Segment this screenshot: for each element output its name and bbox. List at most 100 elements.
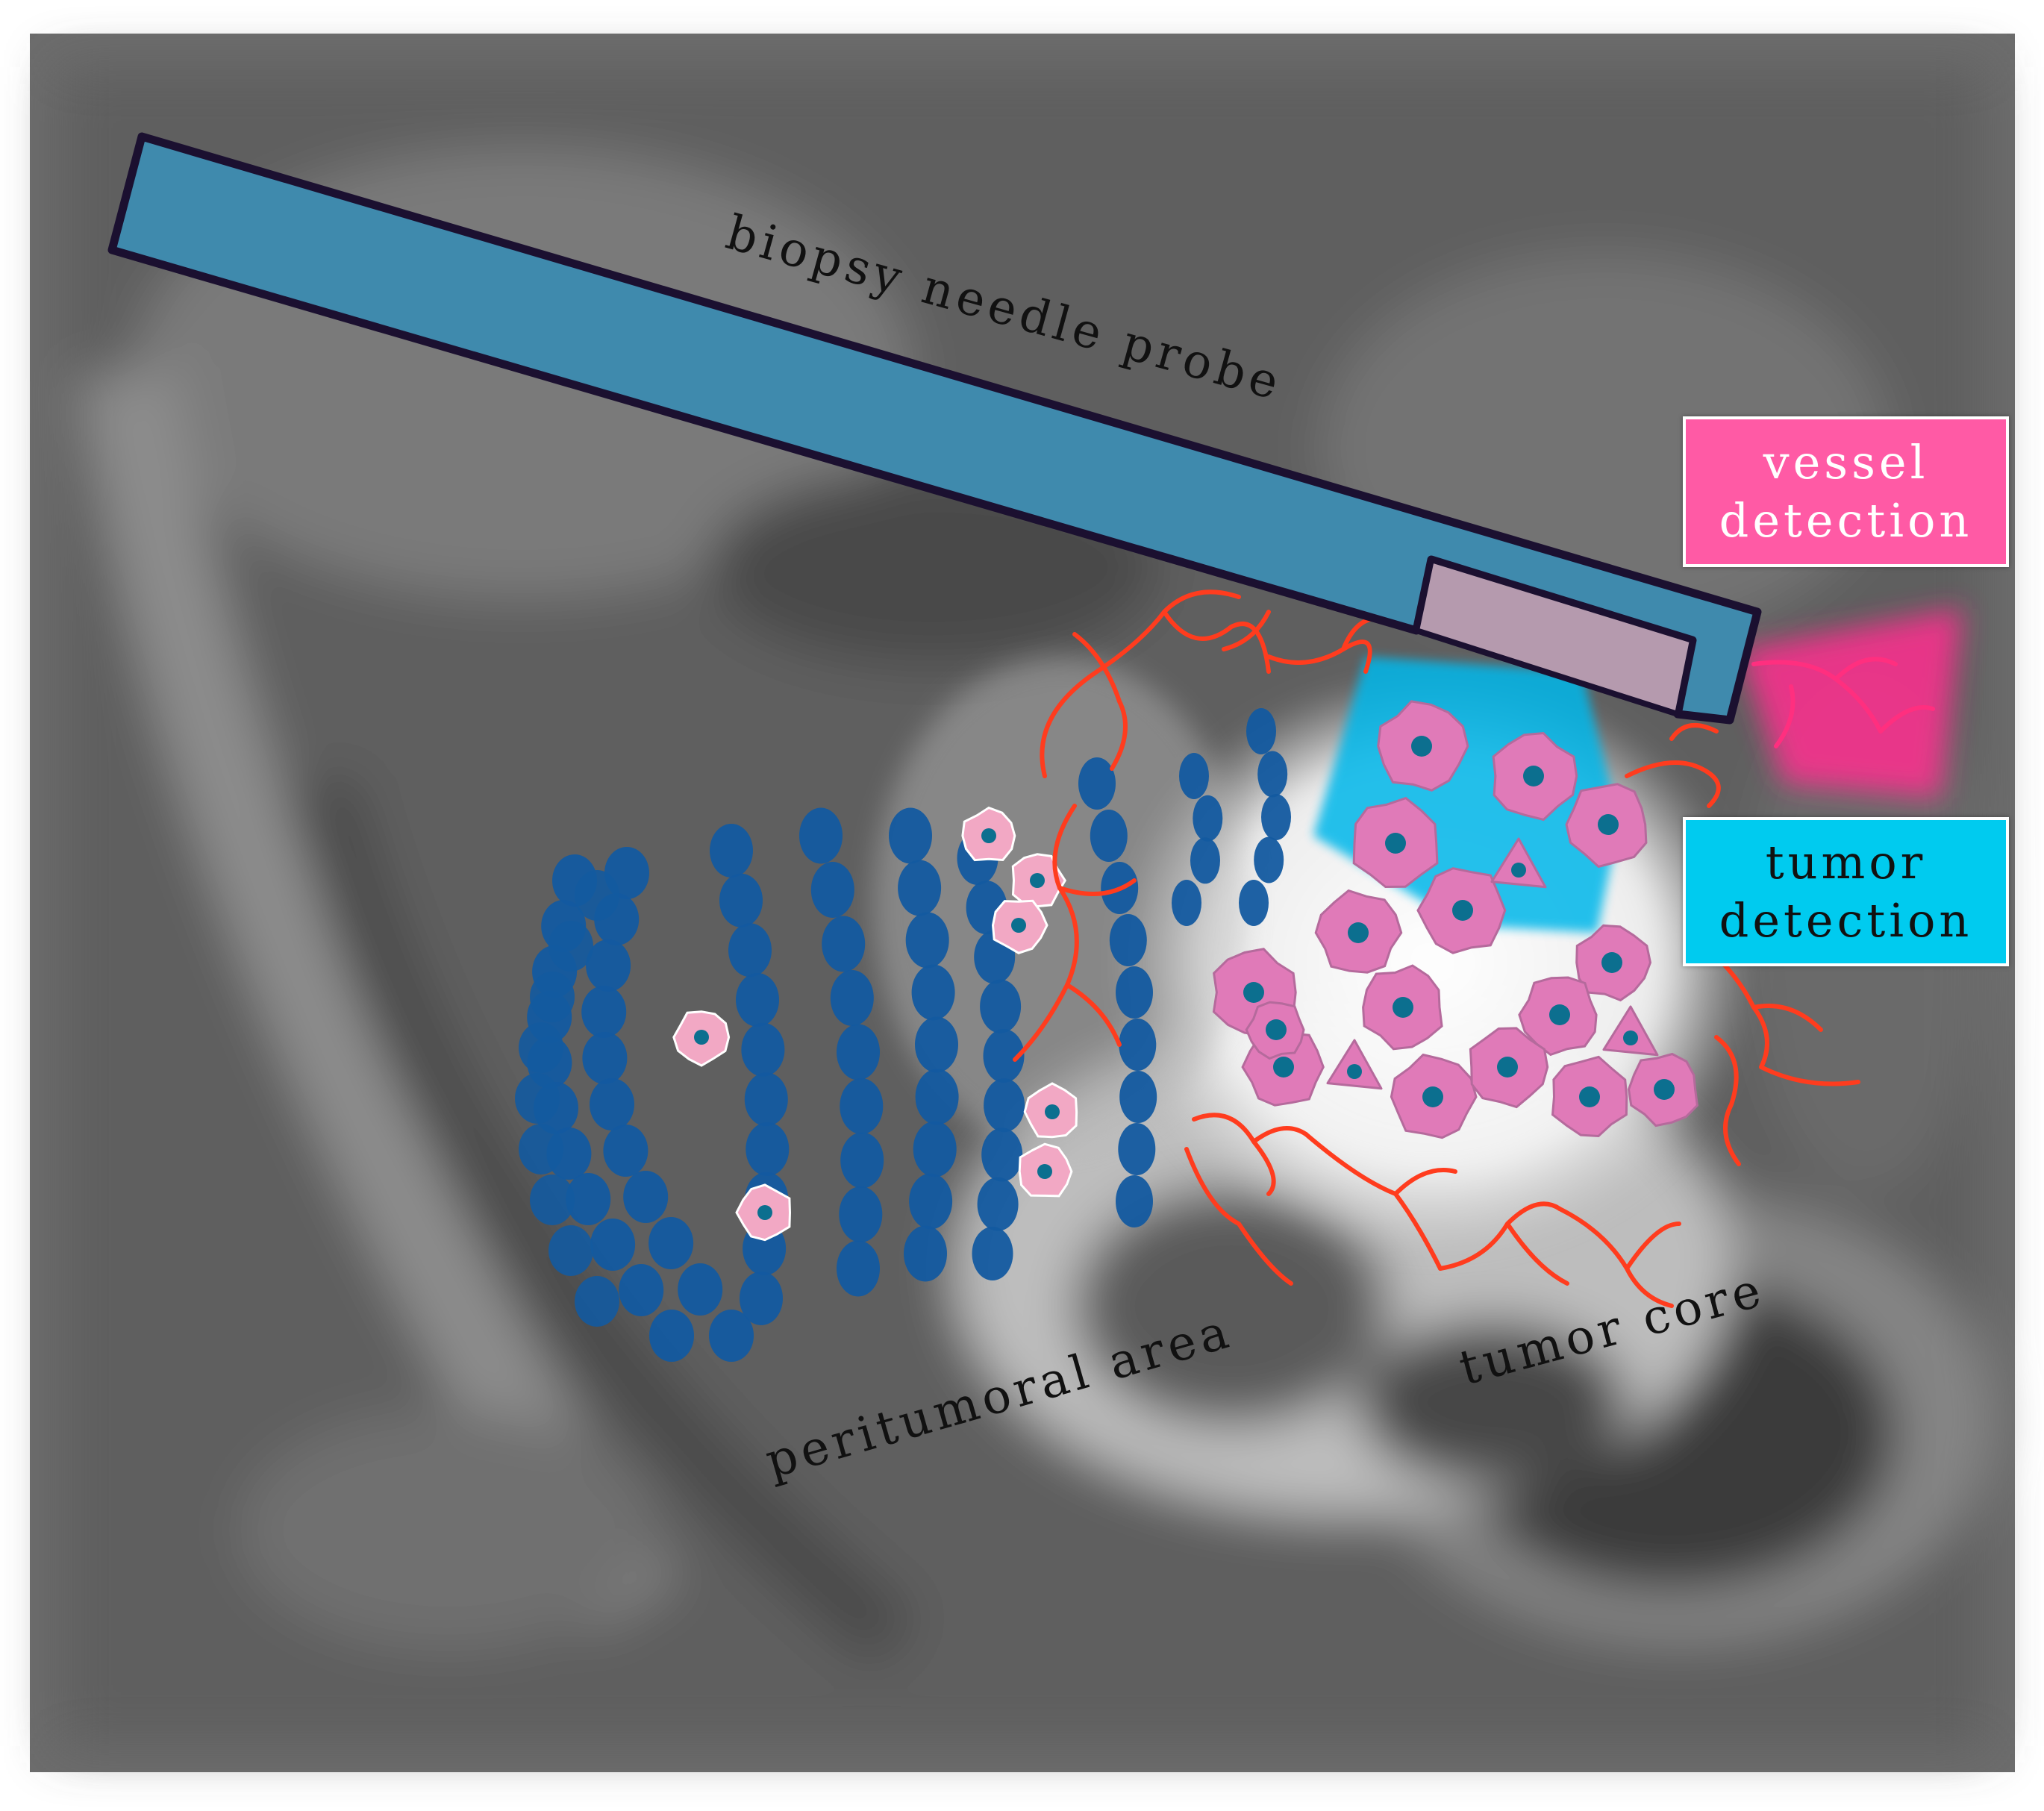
normal-cell bbox=[586, 939, 631, 992]
normal-cell bbox=[1078, 757, 1116, 810]
cell-nucleus bbox=[1037, 1164, 1052, 1179]
normal-cell bbox=[1190, 837, 1220, 884]
normal-cell bbox=[889, 807, 932, 864]
vessel-detection-field bbox=[1739, 608, 1963, 798]
normal-cell bbox=[649, 1310, 694, 1362]
normal-cell bbox=[741, 1022, 785, 1077]
tumor-nucleus bbox=[1348, 922, 1369, 943]
normal-cell bbox=[530, 972, 575, 1022]
normal-cell bbox=[582, 1032, 628, 1084]
tumor-nucleus bbox=[1347, 1064, 1362, 1079]
tumor-nucleus bbox=[1598, 814, 1619, 835]
normal-cell bbox=[746, 1122, 790, 1176]
normal-cell bbox=[972, 1227, 1013, 1280]
tumor-nucleus bbox=[1266, 1019, 1287, 1040]
tumor-nucleus bbox=[1273, 1057, 1294, 1077]
vessel-branch bbox=[1714, 1035, 1860, 1166]
normal-cell bbox=[977, 1177, 1019, 1231]
cell-nucleus bbox=[1045, 1104, 1060, 1119]
normal-cell bbox=[603, 1125, 648, 1177]
normal-cell bbox=[1109, 914, 1147, 966]
vessel-legend-line2: detection bbox=[1719, 493, 1973, 548]
normal-cell bbox=[581, 986, 627, 1038]
normal-cell bbox=[1246, 708, 1276, 754]
normal-cell bbox=[678, 1263, 723, 1316]
normal-cell bbox=[840, 1132, 884, 1189]
normal-cell bbox=[1116, 1175, 1153, 1227]
vessel-branch bbox=[1013, 804, 1079, 1062]
vessel-branch bbox=[1438, 1201, 1569, 1286]
tumor-nucleus bbox=[1385, 833, 1406, 854]
tumor-nucleus bbox=[1411, 736, 1432, 757]
normal-tissue-cells bbox=[515, 708, 1291, 1362]
normal-cell bbox=[1257, 751, 1288, 798]
tumor-detection-legend: tumor detection bbox=[1683, 817, 2009, 966]
vessel-branch bbox=[1304, 1132, 1457, 1271]
normal-cell bbox=[984, 1078, 1025, 1133]
normal-cell bbox=[623, 1171, 669, 1223]
normal-cell bbox=[619, 1264, 664, 1316]
normal-cell bbox=[983, 1029, 1025, 1083]
peritumoral-cells bbox=[672, 806, 1078, 1242]
needle-sensor-window bbox=[1413, 557, 1695, 717]
tumor-nucleus bbox=[1497, 1057, 1518, 1077]
vessel-detection-legend: vessel detection bbox=[1683, 416, 2009, 567]
normal-cell bbox=[915, 1016, 958, 1073]
normal-cell bbox=[1118, 1123, 1156, 1175]
normal-cell bbox=[839, 1186, 883, 1242]
normal-cell bbox=[575, 870, 619, 921]
normal-cell bbox=[822, 916, 866, 972]
normal-cell bbox=[840, 1078, 884, 1134]
normal-cell bbox=[744, 1072, 788, 1127]
tumor-legend-line2: detection bbox=[1719, 893, 1973, 948]
blood-vessels bbox=[1013, 589, 1935, 1308]
normal-cell bbox=[905, 912, 949, 969]
normal-cell bbox=[566, 1173, 611, 1225]
normal-cell bbox=[898, 860, 942, 916]
cell-nucleus bbox=[981, 828, 996, 843]
normal-cell bbox=[740, 1272, 783, 1325]
normal-cell bbox=[1119, 1019, 1157, 1071]
cell-nucleus bbox=[1030, 873, 1045, 888]
normal-cell bbox=[810, 862, 854, 918]
normal-cell bbox=[709, 1310, 754, 1362]
normal-cell bbox=[909, 1173, 953, 1230]
vessel-branch bbox=[1557, 1207, 1681, 1308]
normal-cell bbox=[710, 824, 753, 878]
normal-cell bbox=[590, 1078, 634, 1130]
cell-nucleus bbox=[1011, 918, 1026, 933]
normal-cell bbox=[530, 1175, 575, 1225]
vessel-branch bbox=[1192, 1113, 1308, 1196]
tumor-cells bbox=[1212, 700, 1698, 1139]
vessel-branch bbox=[1774, 684, 1935, 748]
cell-nucleus bbox=[757, 1205, 772, 1220]
normal-cell bbox=[1193, 795, 1223, 842]
normal-cell bbox=[1179, 753, 1209, 799]
normal-cell bbox=[515, 1073, 560, 1124]
tumor-nucleus bbox=[1422, 1086, 1443, 1107]
vessel-branch bbox=[1040, 610, 1271, 778]
vessel-branch bbox=[1057, 878, 1137, 1047]
tumor-nucleus bbox=[1579, 1086, 1600, 1107]
vessel-branch bbox=[1625, 723, 1721, 808]
tumor-nucleus bbox=[1452, 900, 1473, 921]
normal-cell bbox=[1261, 794, 1291, 840]
normal-cell bbox=[1119, 1071, 1157, 1123]
cell-nucleus bbox=[694, 1030, 709, 1045]
tumor-nucleus bbox=[1623, 1030, 1638, 1045]
normal-cell bbox=[1239, 880, 1269, 926]
normal-cell bbox=[904, 1225, 947, 1282]
normal-cell bbox=[548, 921, 593, 972]
tumor-nucleus bbox=[1511, 863, 1526, 878]
normal-cell bbox=[728, 923, 772, 978]
normal-cell bbox=[911, 964, 955, 1021]
normal-cell bbox=[830, 970, 874, 1026]
normal-cell bbox=[837, 1024, 880, 1080]
tumor-legend-line1: tumor bbox=[1765, 835, 1927, 889]
vessel-branch bbox=[1162, 589, 1271, 651]
normal-cell bbox=[736, 973, 779, 1027]
vessel-branch bbox=[1184, 1147, 1293, 1286]
normal-cell bbox=[1172, 880, 1201, 926]
